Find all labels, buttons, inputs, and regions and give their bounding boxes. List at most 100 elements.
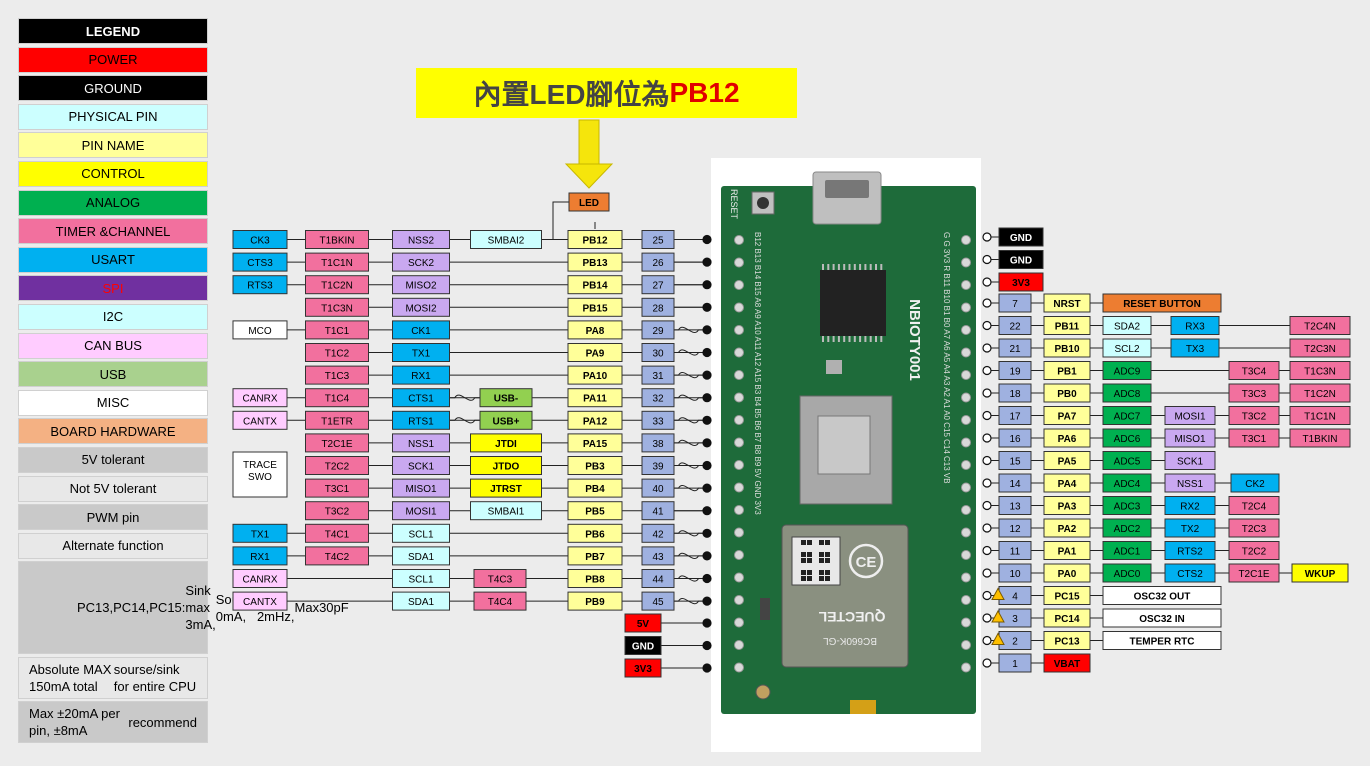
pin-name: PC14: [1043, 608, 1091, 628]
timer-label-text: T3C2: [1242, 412, 1267, 423]
legend-item: Alternate function: [18, 532, 208, 559]
physical-pin-text: 44: [652, 575, 664, 586]
legend-item: POWER: [18, 46, 208, 73]
physical-pin-text: 43: [652, 552, 664, 563]
usart-label: CTS3: [232, 252, 288, 272]
usb-label: USB-: [479, 388, 533, 408]
header-pin-dot: [702, 257, 712, 267]
pin-name: PB7: [567, 546, 623, 566]
physical-pin: 1: [998, 653, 1032, 673]
pin-name: PC15: [1043, 586, 1091, 605]
physical-pin-text: 17: [1009, 412, 1021, 423]
pin-name: PB8: [567, 569, 623, 588]
pin-name: PA3: [1043, 496, 1091, 515]
timer-label-text: T1BKIN: [319, 236, 354, 247]
pin-name-text: PC13: [1054, 637, 1079, 648]
timer-label: T1C3N: [305, 297, 369, 317]
timer-label-text: T4C2: [325, 552, 350, 563]
timer-label-text: T1C2N: [1304, 389, 1336, 400]
control-label-text: WKUP: [1305, 569, 1336, 580]
timer-label-text: T1C3N: [1304, 367, 1336, 378]
header-pin-dot: [982, 320, 992, 331]
physical-pin-text: 7: [1012, 299, 1018, 310]
physical-pin-text: 42: [652, 529, 664, 540]
header-pin-dot: [702, 663, 712, 673]
power-label: GND: [998, 250, 1044, 269]
legend-item: CAN BUS: [18, 332, 208, 359]
pin-name-text: PA12: [583, 416, 608, 427]
header-pin-dot: [702, 640, 712, 651]
pin-name-text: PA0: [1058, 569, 1077, 580]
timer-label: T1C2N: [1289, 383, 1351, 403]
usart-label-text: CK3: [250, 236, 270, 247]
physical-pin: 31: [641, 365, 675, 385]
pin-name-text: PB6: [585, 529, 605, 540]
header-pin-dot: [702, 415, 712, 425]
label-layer: 25PB12SMBAI2NSS2T1BKINCK326PB13SCK2T1C1N…: [232, 119, 1351, 678]
pin-name-text: PA2: [1058, 524, 1077, 535]
led-label-text: LED: [579, 198, 599, 209]
physical-pin: 32: [641, 388, 675, 408]
pin-name-text: PB15: [582, 303, 607, 314]
control-label-text: JTRST: [490, 484, 522, 495]
timer-label: T2C4N: [1289, 316, 1351, 335]
physical-pin: 28: [641, 297, 675, 317]
peripheral-label: SCL1: [392, 523, 450, 543]
peripheral-label: SDA1: [392, 591, 450, 611]
pin-name: NRST: [1043, 293, 1091, 313]
physical-pin: 41: [641, 501, 675, 521]
pin-name: PB14: [567, 275, 623, 295]
physical-pin: 25: [641, 230, 675, 249]
physical-pin: 44: [641, 569, 675, 588]
physical-pin-text: 18: [1009, 389, 1021, 400]
header-pin-dot: [982, 365, 992, 376]
physical-pin: 4: [998, 586, 1032, 605]
physical-pin: 11: [998, 541, 1032, 560]
legend-item: MISC: [18, 389, 208, 416]
misc-label-text: OSC32 IN: [1139, 614, 1185, 625]
power-label: 5V: [624, 613, 662, 633]
timer-label: T4C2: [305, 546, 369, 566]
pin-name: PA8: [567, 320, 623, 340]
pin-name: PA10: [567, 365, 623, 385]
can-label-text: CANRX: [242, 575, 277, 586]
usb-label-text: USB+: [493, 416, 520, 427]
physical-pin: 15: [998, 451, 1032, 470]
qr-code: [791, 536, 841, 586]
smbus-label-text: SMBAI1: [488, 507, 525, 518]
callout-pin: PB12: [669, 77, 740, 108]
timer-label: T1BKIN: [1289, 428, 1351, 448]
usart-label: RX1: [232, 546, 288, 566]
pin-name-text: PB1: [1057, 367, 1077, 378]
legend-item: USART: [18, 246, 208, 273]
legend-line: Absolute MAX 150mA total: [29, 661, 112, 694]
wire-layer: [233, 201, 1350, 669]
usart-label-text: RTS3: [247, 281, 273, 292]
timer-label-text: T1BKIN: [1302, 434, 1337, 445]
physical-pin-text: 39: [652, 462, 664, 473]
can-label: CANRX: [232, 569, 288, 588]
peripheral-label-text: SCK1: [408, 462, 435, 473]
pin-name-text: PA5: [1058, 457, 1077, 468]
physical-pin: 26: [641, 252, 675, 272]
peripheral-label: SCK2: [392, 252, 450, 272]
timer-label-text: T4C1: [325, 529, 350, 540]
power-label: GND: [624, 636, 662, 655]
timer-label-text: T3C3: [1242, 389, 1267, 400]
pin-name-text: NRST: [1053, 299, 1080, 310]
crystal: [850, 700, 876, 714]
timer-label-text: T3C1: [325, 484, 350, 495]
pin-name: PB11: [1043, 316, 1091, 335]
timer-label: T1C2: [305, 343, 369, 362]
usart-label-text: RX1: [250, 552, 270, 563]
header-pin-dot: [702, 234, 712, 245]
timer-label-text: T2C1E: [321, 439, 352, 450]
control-label: WKUP: [1291, 563, 1349, 583]
peripheral-label-text: SDA1: [408, 552, 435, 563]
can-label: CANTX: [232, 410, 288, 430]
pin-name: PA6: [1043, 428, 1091, 448]
physical-pin: 12: [998, 518, 1032, 538]
pin-name-text: PB14: [582, 281, 607, 292]
pin-name-text: PB3: [585, 462, 605, 473]
timer-label: T3C2: [1228, 406, 1280, 425]
